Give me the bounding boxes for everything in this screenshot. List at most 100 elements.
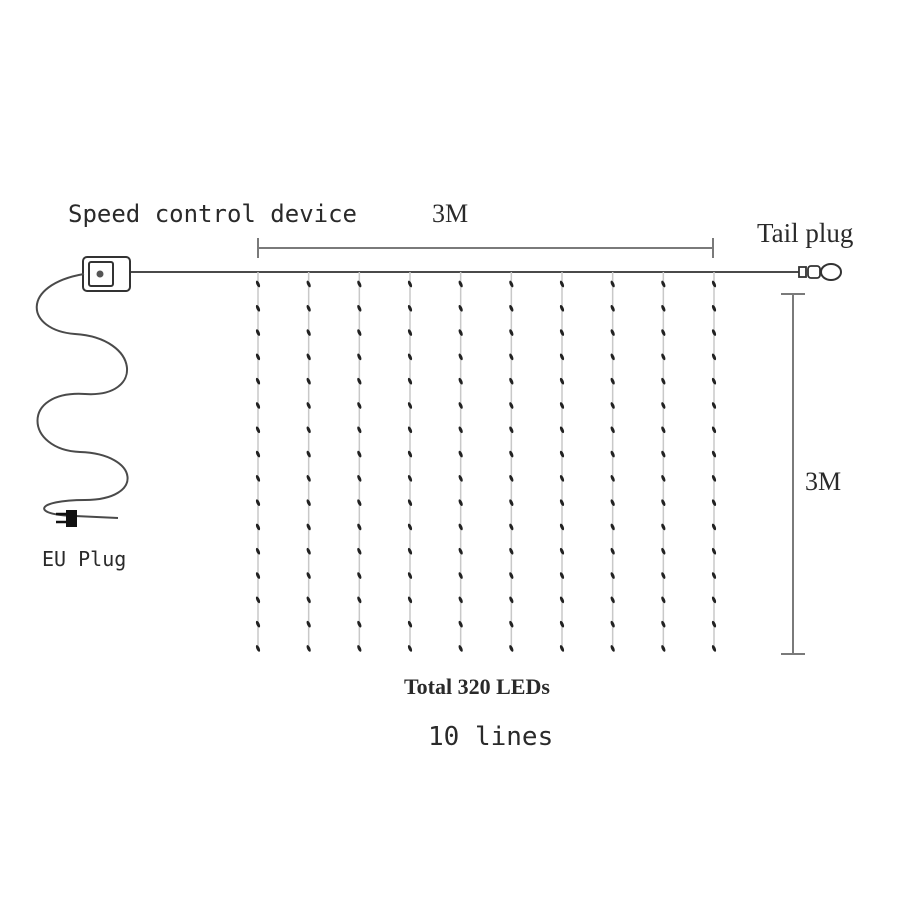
led-bulb: [711, 450, 717, 458]
led-bulb: [357, 304, 362, 312]
led-bulb: [458, 304, 463, 312]
led-bulb: [509, 547, 514, 555]
speed-control-label: Speed control device: [68, 200, 357, 228]
led-strand: [610, 272, 615, 652]
led-bulb: [559, 547, 565, 555]
led-bulb: [661, 645, 666, 652]
led-bulb: [407, 329, 413, 336]
led-bulb: [255, 377, 261, 385]
led-bulb: [255, 572, 261, 579]
total-leds-label: Total 320 LEDs: [404, 674, 550, 699]
led-bulb: [559, 572, 565, 579]
led-bulb: [306, 377, 311, 385]
led-bulb: [255, 620, 261, 628]
led-bulb: [306, 596, 311, 604]
led-bulb: [458, 329, 463, 336]
led-strand: [458, 272, 463, 652]
led-bulb: [610, 645, 615, 652]
led-bulb: [661, 475, 666, 482]
height-dimension-label: 3M: [805, 467, 841, 496]
led-bulb: [661, 329, 666, 336]
led-bulb: [661, 304, 666, 312]
led-bulb: [458, 402, 463, 409]
speed-control-device-icon: [82, 256, 131, 292]
led-bulb: [255, 499, 261, 507]
led-bulb: [559, 426, 565, 434]
led-bulb: [610, 377, 615, 385]
led-bulb: [255, 280, 261, 288]
led-bulb: [559, 475, 565, 482]
tail-plug-icon: [798, 263, 842, 281]
tail-plug-label: Tail plug: [757, 218, 853, 248]
led-bulb: [559, 499, 565, 507]
led-bulb: [559, 353, 565, 361]
led-bulb: [357, 377, 362, 385]
led-bulb: [509, 572, 514, 579]
led-bulb: [661, 377, 666, 385]
led-bulb: [255, 523, 261, 531]
led-bulb: [407, 475, 413, 482]
led-bulb: [661, 620, 666, 628]
led-bulb: [407, 620, 413, 628]
led-bulb: [357, 402, 362, 409]
led-bulb: [661, 353, 666, 361]
led-bulb: [357, 596, 362, 604]
led-bulb: [711, 377, 717, 385]
led-bulb: [711, 547, 717, 555]
led-bulb: [610, 353, 615, 361]
led-bulb: [407, 353, 413, 361]
led-bulb: [357, 280, 362, 288]
led-bulb: [407, 523, 413, 531]
led-bulb: [559, 645, 565, 652]
led-bulb: [509, 596, 514, 604]
led-bulb: [610, 304, 615, 312]
led-bulb: [711, 329, 717, 336]
led-bulb: [711, 475, 717, 482]
led-bulb: [661, 402, 666, 409]
led-bulb: [306, 450, 311, 458]
led-bulb: [357, 620, 362, 628]
lines-count-label: 10 lines: [428, 722, 553, 752]
led-bulb: [255, 450, 261, 458]
led-bulb: [407, 304, 413, 312]
led-bulb: [458, 523, 463, 531]
led-strand: [661, 272, 666, 652]
led-bulb: [661, 596, 666, 604]
led-bulb: [306, 645, 311, 652]
led-bulb: [458, 645, 463, 652]
eu-plug-label: EU Plug: [42, 547, 126, 571]
led-bulb: [610, 475, 615, 482]
led-bulb: [610, 596, 615, 604]
led-strand: [255, 272, 261, 652]
led-bulb: [509, 402, 514, 409]
led-bulb: [357, 645, 362, 652]
led-bulb: [509, 475, 514, 482]
led-bulb: [255, 645, 261, 652]
led-bulb: [711, 620, 717, 628]
led-bulb: [357, 572, 362, 579]
led-bulb: [559, 450, 565, 458]
led-bulb: [407, 426, 413, 434]
led-bulb: [610, 329, 615, 336]
led-bulb: [458, 377, 463, 385]
led-bulb: [711, 426, 717, 434]
led-bulb: [407, 377, 413, 385]
led-bulb: [407, 450, 413, 458]
led-bulb: [661, 280, 666, 288]
led-bulb: [255, 475, 261, 482]
led-bulb: [306, 475, 311, 482]
led-bulb: [509, 645, 514, 652]
led-strands: [255, 272, 717, 652]
led-bulb: [255, 329, 261, 336]
led-bulb: [357, 450, 362, 458]
led-bulb: [306, 280, 311, 288]
led-bulb: [255, 426, 261, 434]
led-bulb: [306, 402, 311, 409]
led-bulb: [610, 280, 615, 288]
led-bulb: [407, 547, 413, 555]
led-bulb: [610, 523, 615, 531]
led-bulb: [509, 304, 514, 312]
led-bulb: [458, 620, 463, 628]
led-bulb: [306, 499, 311, 507]
